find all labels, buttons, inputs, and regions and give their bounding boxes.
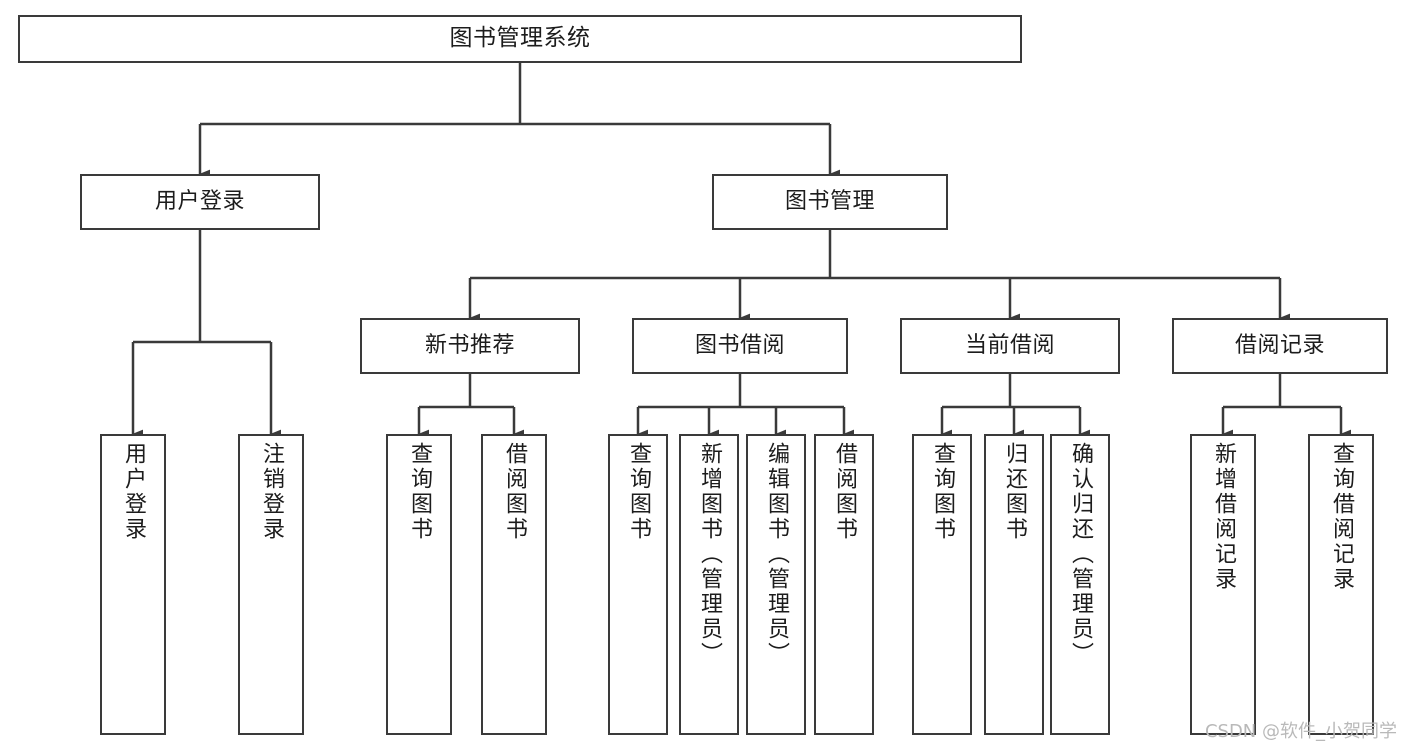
- node-label: 查询借阅记录: [1329, 442, 1354, 592]
- node-label: 新增图书（管理员）: [697, 442, 722, 667]
- node-l_cb_return[interactable]: 归还图书: [984, 434, 1044, 735]
- node-label: 新书推荐: [424, 332, 515, 358]
- node-label: 查询图书: [930, 442, 955, 542]
- node-label: 编辑图书（管理员）: [764, 442, 789, 667]
- node-label: 图书管理系统: [449, 25, 591, 52]
- node-label: 图书借阅: [694, 332, 785, 358]
- node-label: 注销登录: [259, 442, 284, 542]
- node-label: 借阅图书: [832, 442, 857, 542]
- node-l_cb_confirm[interactable]: 确认归还（管理员）: [1050, 434, 1110, 735]
- node-book_borrow[interactable]: 图书借阅: [632, 318, 848, 374]
- node-l_bb_query[interactable]: 查询图书: [608, 434, 668, 735]
- node-l_cb_query[interactable]: 查询图书: [912, 434, 972, 735]
- node-label: 借阅记录: [1234, 332, 1325, 358]
- node-l_bb_borrow[interactable]: 借阅图书: [814, 434, 874, 735]
- node-borrow_record[interactable]: 借阅记录: [1172, 318, 1388, 374]
- node-l_bb_add[interactable]: 新增图书（管理员）: [679, 434, 739, 735]
- connector-lines: [131, 63, 1352, 439]
- node-label: 确认归还（管理员）: [1068, 442, 1093, 667]
- node-book_manage[interactable]: 图书管理: [712, 174, 948, 230]
- watermark-text: CSDN @软件_小贺同学: [1204, 721, 1397, 742]
- node-l_br_query[interactable]: 查询借阅记录: [1308, 434, 1374, 735]
- node-l_bb_edit[interactable]: 编辑图书（管理员）: [746, 434, 806, 735]
- node-label: 用户登录: [154, 188, 245, 214]
- node-l_nb_query[interactable]: 查询图书: [386, 434, 452, 735]
- node-l_nb_borrow[interactable]: 借阅图书: [481, 434, 547, 735]
- node-user_login[interactable]: 用户登录: [80, 174, 320, 230]
- node-label: 图书管理: [784, 188, 875, 214]
- node-label: 查询图书: [407, 442, 432, 542]
- node-cur_borrow[interactable]: 当前借阅: [900, 318, 1120, 374]
- node-l_user_logout[interactable]: 注销登录: [238, 434, 304, 735]
- node-new_book_rec[interactable]: 新书推荐: [360, 318, 580, 374]
- node-label: 新增借阅记录: [1211, 442, 1236, 592]
- node-label: 当前借阅: [964, 332, 1055, 358]
- node-l_user_login[interactable]: 用户登录: [100, 434, 166, 735]
- node-l_br_add[interactable]: 新增借阅记录: [1190, 434, 1256, 735]
- node-label: 借阅图书: [502, 442, 527, 542]
- node-label: 归还图书: [1002, 442, 1027, 542]
- node-label: 查询图书: [626, 442, 651, 542]
- node-root[interactable]: 图书管理系统: [18, 15, 1022, 63]
- node-label: 用户登录: [121, 442, 146, 542]
